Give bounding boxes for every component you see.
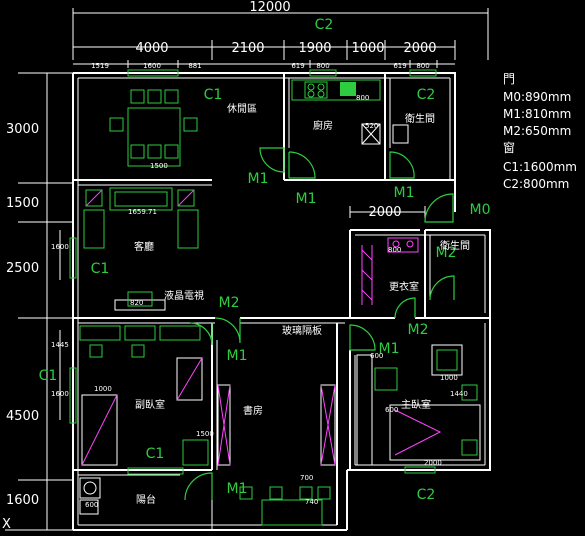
- code-c1-left: C1: [39, 368, 58, 384]
- windows: [69, 69, 437, 475]
- furn-dim-10: 600: [85, 501, 98, 509]
- code-m1-kitchen: M1: [296, 191, 317, 207]
- dim-small-2: 1600: [143, 62, 161, 70]
- dim-left-small-3: 1600: [51, 390, 69, 398]
- dim-small-5: 800: [316, 62, 329, 70]
- doors: [184, 147, 455, 501]
- room-study: 書房: [243, 404, 263, 417]
- code-c1-living: C1: [91, 261, 110, 277]
- dimension-lines: [5, 8, 489, 531]
- code-c2-bath: C2: [417, 87, 436, 103]
- legend-window-heading: 窗: [503, 141, 515, 155]
- furn-dim-8: 700: [300, 474, 313, 482]
- code-m0-entry: M0: [470, 202, 491, 218]
- furn-dim-15: 600: [385, 406, 398, 414]
- furn-dim-13: 740: [305, 498, 318, 506]
- room-labels: 休閒區 廚房 衛生間 客廳 液晶電視 衛生間 更衣室 玻璃隔板 副臥室 書房 主…: [134, 103, 470, 506]
- furn-dim-7: 1000: [440, 374, 458, 382]
- opening-codes: C2 C1 C2 C1 C1 C1 C2 M1 M1 M1 M0 M2 M2 M…: [39, 17, 491, 503]
- dim-top-3: 1900: [298, 41, 331, 56]
- furn-dim-1: 1000: [94, 385, 112, 393]
- dim-small-7: 800: [416, 62, 429, 70]
- dim-small-4: 619: [291, 62, 304, 70]
- furn-dim-5: 800: [356, 94, 369, 102]
- walls: [72, 72, 491, 531]
- room-bath-right: 衛生間: [440, 239, 470, 252]
- legend-c1: C1:1600mm: [503, 160, 577, 174]
- furn-dim-9: 2000: [424, 459, 442, 467]
- axis-mark: X: [2, 517, 11, 532]
- code-m1-master: M1: [379, 341, 400, 357]
- code-m1-balcony: M1: [227, 481, 248, 497]
- legend-m0: M0:890mm: [503, 90, 571, 104]
- dim-small-3: 881: [188, 62, 201, 70]
- dim-left-2: 1500: [6, 196, 39, 211]
- furniture: [79, 79, 481, 526]
- furn-dim-11: 520: [365, 122, 378, 130]
- dimension-labels: 12000 4000 2100 1900 1000 2000 1519 1600…: [6, 0, 468, 509]
- room-living: 客廳: [134, 240, 154, 253]
- room-tv: 液晶電視: [164, 289, 204, 302]
- furn-dim-6: 600: [370, 352, 383, 360]
- code-m1-bath: M1: [394, 185, 415, 201]
- legend-door-heading: 門: [503, 72, 515, 86]
- room-kitchen: 廚房: [313, 119, 333, 132]
- code-c1-leisure: C1: [204, 87, 223, 103]
- legend-c2: C2:800mm: [503, 177, 569, 191]
- dim-left-small-2: 1445: [51, 341, 69, 349]
- room-balcony: 陽台: [136, 493, 156, 506]
- furn-dim-4: 1659.71: [128, 208, 157, 216]
- legend-m1: M1:810mm: [503, 107, 571, 121]
- code-m2-master: M2: [408, 322, 429, 338]
- dim-left-1: 3000: [6, 122, 39, 137]
- room-master-bedroom: 主臥室: [401, 398, 431, 411]
- total-width-label: 12000: [249, 0, 290, 15]
- room-bath-top: 衛生間: [405, 112, 435, 125]
- legend-m2: M2:650mm: [503, 124, 571, 138]
- code-c2-bottom: C2: [417, 487, 436, 503]
- furn-dim-14: 820: [130, 299, 143, 307]
- furn-dim-16: 1440: [450, 390, 468, 398]
- dim-left-5: 1600: [6, 493, 39, 508]
- dim-left-3: 2500: [6, 261, 39, 276]
- furn-dim-12: 800: [388, 246, 401, 254]
- room-secondary-bedroom: 副臥室: [135, 398, 165, 411]
- room-closet: 更衣室: [389, 280, 419, 293]
- dim-inner-2000: 2000: [368, 205, 401, 220]
- dim-left-small-1: 1600: [51, 243, 69, 251]
- code-m2-bath2: M2: [436, 245, 457, 261]
- code-m1-leisure: M1: [248, 171, 269, 187]
- furn-dim-2: 1500: [150, 162, 168, 170]
- room-glass-partition: 玻璃隔板: [282, 324, 322, 337]
- room-leisure: 休閒區: [227, 103, 257, 115]
- dim-top-2: 2100: [231, 41, 264, 56]
- dim-top-4: 1000: [351, 41, 384, 56]
- code-m1-secondary: M1: [227, 348, 248, 364]
- code-m2-living: M2: [219, 295, 240, 311]
- dim-top-1: 4000: [135, 41, 168, 56]
- dim-small-6: 619: [393, 62, 406, 70]
- code-c1-bottom: C1: [146, 446, 165, 462]
- furn-dim-3: 1500: [196, 430, 214, 438]
- dim-small-1: 1519: [91, 62, 109, 70]
- legend: 門 M0:890mm M1:810mm M2:650mm 窗 C1:1600mm…: [503, 72, 577, 191]
- dim-top-5: 2000: [403, 41, 436, 56]
- code-c2-top: C2: [315, 17, 334, 33]
- dim-left-4: 4500: [6, 409, 39, 424]
